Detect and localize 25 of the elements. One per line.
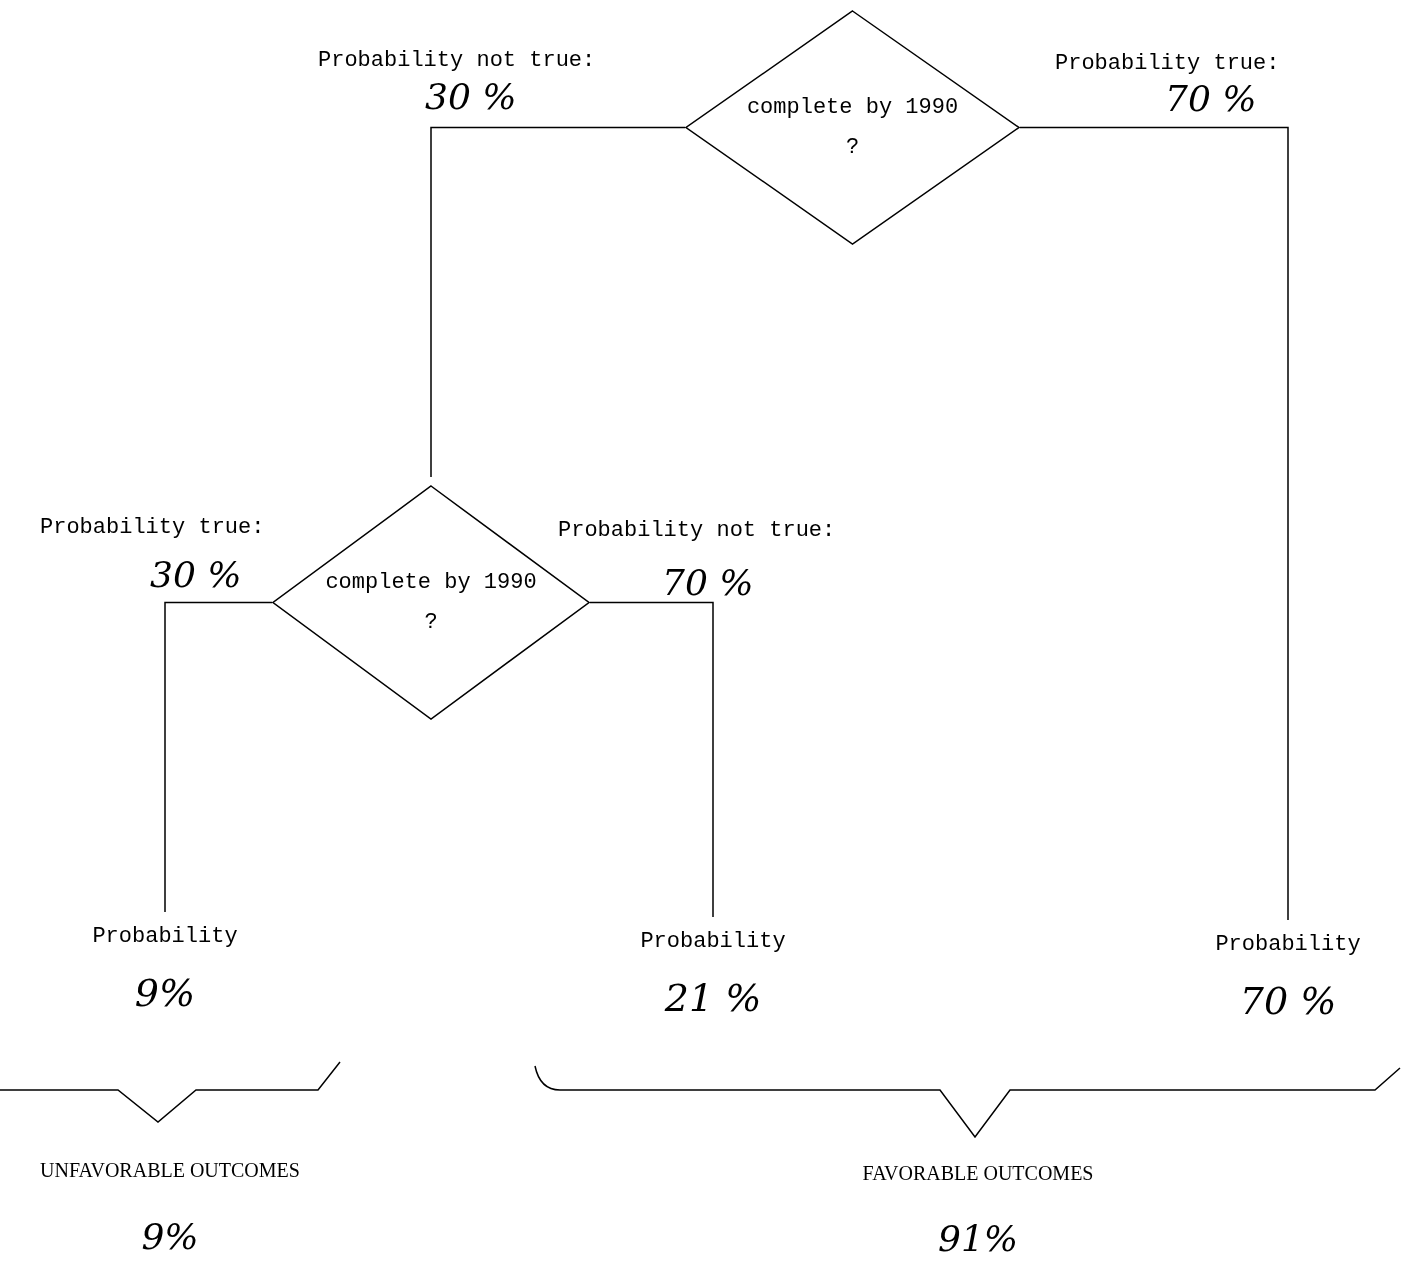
decision-text: complete by 1990 ? [745, 93, 960, 162]
percent-label: 30 % [150, 553, 242, 597]
branch-label: Probability not true: [558, 517, 836, 545]
connector-line [1019, 126, 1289, 921]
decision-text: complete by 1990 ? [324, 568, 538, 637]
decision-diamond [685, 10, 1020, 245]
percent-label: 30 % [425, 75, 517, 119]
percent-label: 9% [140, 1215, 200, 1259]
outcome-group-label: UNFAVORABLE OUTCOMES [39, 1158, 301, 1183]
branch-label: Probability true: [1055, 50, 1280, 78]
percent-label: 70 % [1165, 77, 1257, 121]
outcome-percent: 70 % [1239, 978, 1337, 1025]
percent-label: 91% [937, 1217, 1019, 1261]
outcome-label: Probability [1215, 931, 1361, 959]
percent-label: 70 % [662, 561, 754, 605]
outcome-percent: 9% [134, 970, 196, 1017]
connector-line [430, 126, 686, 478]
branch-label: Probability true: [40, 514, 265, 542]
connector-line [589, 601, 714, 918]
outcome-group-label: FAVORABLE OUTCOMES [861, 1161, 1095, 1186]
outcome-label: Probability [92, 923, 238, 951]
outcome-label: Probability [640, 928, 786, 956]
branch-label: Probability not true: [318, 47, 596, 75]
outcome-percent: 21 % [664, 975, 762, 1022]
connector-line [164, 601, 273, 913]
